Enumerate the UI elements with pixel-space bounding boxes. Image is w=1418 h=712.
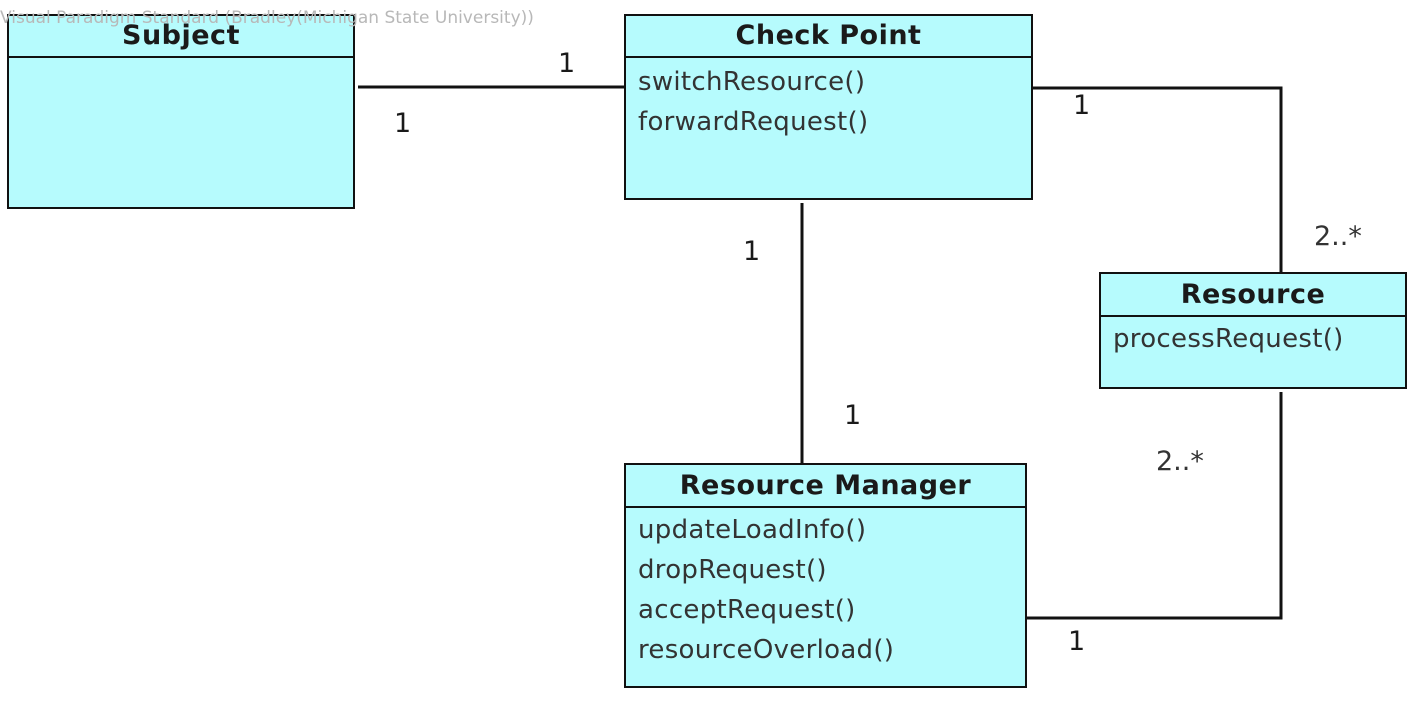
method-item: resourceOverload() <box>638 635 895 665</box>
method-item: processRequest() <box>1113 324 1344 354</box>
multiplicity-label: 1 <box>558 48 576 79</box>
class-resource-methods: processRequest() <box>1101 317 1405 359</box>
class-subject[interactable]: Subject <box>7 14 355 209</box>
association-checkpoint-resource[interactable] <box>1031 86 1283 272</box>
class-resource-manager-name: Resource Manager <box>626 465 1025 508</box>
watermark-text: Visual Paradigm Standard (Bradley(Michig… <box>0 8 534 28</box>
method-item: forwardRequest() <box>638 107 869 137</box>
class-resource-name: Resource <box>1101 274 1405 317</box>
class-subject-methods <box>9 58 353 62</box>
class-resource[interactable]: Resource processRequest() <box>1099 272 1407 389</box>
method-item: updateLoadInfo() <box>638 515 867 545</box>
method-item: switchResource() <box>638 67 866 97</box>
multiplicity-label: 1 <box>394 108 412 139</box>
class-check-point[interactable]: Check Point switchResource() forwardRequ… <box>624 14 1033 200</box>
class-subject-name: Subject <box>9 16 353 58</box>
class-resource-manager[interactable]: Resource Manager updateLoadInfo() dropRe… <box>624 463 1027 688</box>
multiplicity-label: 1 <box>743 236 761 267</box>
multiplicity-label: 2..* <box>1156 446 1204 477</box>
multiplicity-label: 1 <box>1068 626 1086 657</box>
method-item: dropRequest() <box>638 555 827 585</box>
multiplicity-label: 2..* <box>1314 221 1362 252</box>
multiplicity-label: 1 <box>844 400 862 431</box>
class-check-point-name: Check Point <box>626 16 1031 58</box>
class-resource-manager-methods: updateLoadInfo() dropRequest() acceptReq… <box>626 508 1025 670</box>
multiplicity-label: 1 <box>1073 90 1091 121</box>
class-check-point-methods: switchResource() forwardRequest() <box>626 58 1031 142</box>
association-manager-resource[interactable] <box>1026 392 1283 620</box>
method-item: acceptRequest() <box>638 595 856 625</box>
